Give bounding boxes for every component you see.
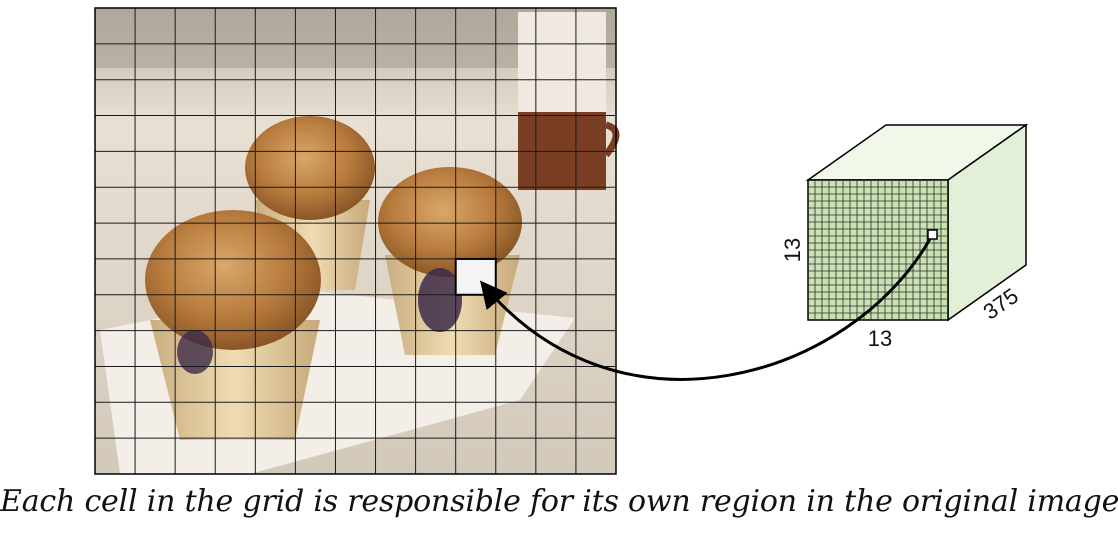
cube-height-label: 13 (780, 238, 805, 262)
cube-width-label: 13 (868, 326, 892, 351)
photo-grid (95, 8, 616, 474)
figure-caption: Each cell in the grid is responsible for… (0, 484, 1118, 519)
cube-front-grid (808, 180, 948, 320)
muffin-front (145, 210, 321, 440)
coffee-mug (518, 12, 620, 190)
selected-tensor-cell (927, 229, 938, 240)
cell-mapping-arrow (480, 238, 932, 381)
muffin-right (378, 167, 522, 355)
diagram-figure: 13 13 375 (94, 7, 1029, 475)
highlighted-grid-cell (454, 257, 497, 296)
muffin-photo (94, 7, 620, 475)
output-tensor-cube: 13 13 375 (780, 123, 1029, 351)
